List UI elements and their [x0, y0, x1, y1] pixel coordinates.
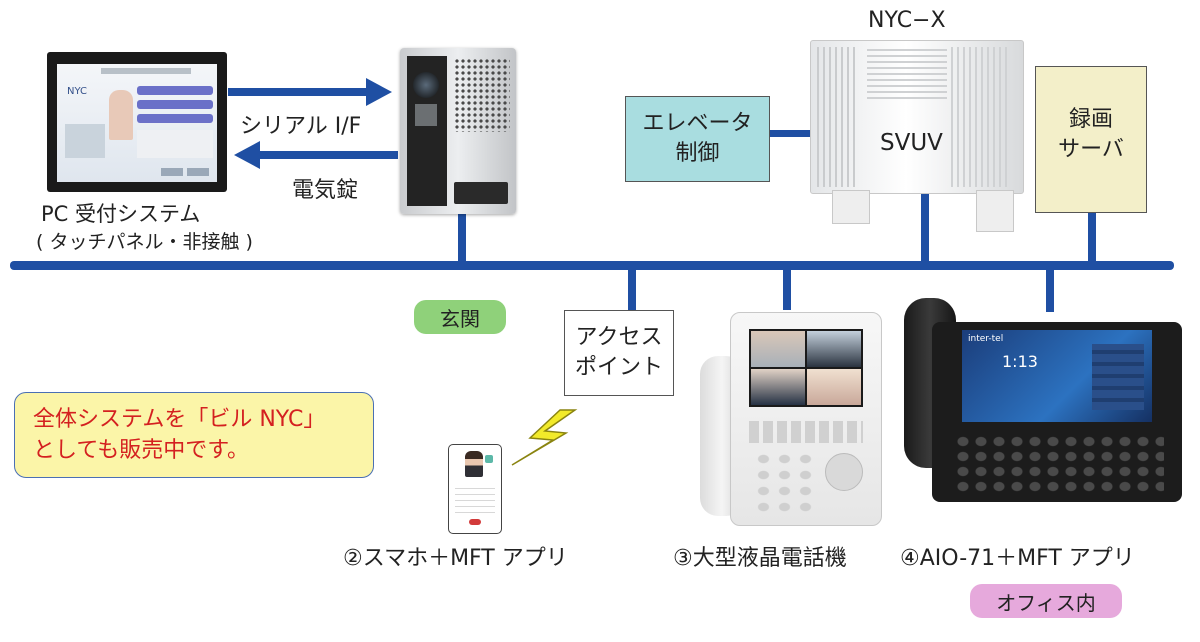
- smartphone-device: [448, 444, 502, 534]
- serial-if-label: シリアル I/F: [240, 114, 362, 139]
- aio-screen: inter-tel 1:13: [962, 330, 1152, 422]
- video-screen: [749, 329, 863, 407]
- camera-panel: [407, 56, 447, 206]
- menu-button: [137, 114, 213, 123]
- large-lcd-phone: [700, 312, 882, 526]
- end-call-icon: [469, 519, 481, 525]
- entrance-intercom: [400, 48, 516, 214]
- pbx-title: NYC−X: [868, 8, 946, 33]
- drop-nyc-x: [921, 194, 929, 262]
- elevator-label-line1: エレベータ: [642, 111, 753, 137]
- aio-clock: 1:13: [1002, 352, 1038, 371]
- phone-body: [730, 312, 882, 526]
- drop-lcd-phone: [783, 268, 791, 310]
- entrance-tag: 玄関: [414, 300, 506, 334]
- recorder-label-line1: 録画: [1068, 107, 1113, 132]
- office-tag: オフィス内: [970, 584, 1122, 618]
- aio-phone: inter-tel 1:13: [902, 292, 1182, 504]
- menu-button: [137, 100, 213, 109]
- menu-button: [137, 86, 213, 95]
- elevator-label-line2: 制御: [675, 141, 720, 166]
- access-point-box: アクセス ポイント: [564, 310, 674, 396]
- pbx-stand-left: [832, 190, 870, 224]
- electric-lock-label: 電気錠: [292, 178, 359, 203]
- camera-lens-icon: [413, 72, 439, 98]
- card-reader: [454, 182, 508, 204]
- person-avatar-icon: [465, 451, 483, 477]
- network-bus: [10, 261, 1174, 270]
- drop-aio: [1046, 268, 1054, 312]
- reception-label: PC 受付システム: [41, 202, 201, 226]
- elevator-control-box: エレベータ 制御: [625, 96, 770, 182]
- drop-access-point: [628, 268, 636, 312]
- aio-body: inter-tel 1:13: [932, 322, 1182, 502]
- serial-arrow: [228, 78, 392, 106]
- lock-arrow: [234, 141, 398, 169]
- speaker-grille-icon: [454, 58, 510, 132]
- nyc-x-unit: [810, 40, 1024, 194]
- drop-intercom: [458, 212, 466, 262]
- smartphone-label: ②スマホ＋MFT アプリ: [343, 546, 568, 571]
- notice-line2: としても販売中です。: [33, 437, 250, 463]
- notice-line1: 全体システムを「ビル NYC」: [33, 407, 326, 432]
- aio-keypad: [954, 434, 1164, 496]
- reception-sublabel: ( タッチパネル・非接触 ): [36, 231, 253, 253]
- large-lcd-label: ③大型液晶電話機: [673, 546, 847, 571]
- recording-server-box: 録画 サーバ: [1035, 66, 1147, 213]
- nav-pad-icon: [825, 453, 863, 491]
- keypad: [753, 451, 817, 515]
- monitor-screen: NYC: [57, 64, 217, 182]
- wireless-lightning-icon: [511, 409, 578, 466]
- reception-monitor: NYC: [47, 52, 227, 192]
- access-point-line2: ポイント: [574, 355, 663, 380]
- access-point-line1: アクセス: [575, 325, 663, 351]
- sales-notice: 全体システムを「ビル NYC」 としても販売中です。: [14, 392, 374, 478]
- drop-recorder: [1088, 213, 1096, 262]
- pbx-stand-right: [976, 190, 1014, 232]
- recorder-label-line2: サーバ: [1058, 136, 1124, 162]
- aio-brand: inter-tel: [968, 334, 1004, 344]
- svuv-label: SVUV: [880, 130, 943, 156]
- aio-label: ④AIO-71＋MFT アプリ: [900, 546, 1135, 571]
- elevator-link: [770, 130, 815, 137]
